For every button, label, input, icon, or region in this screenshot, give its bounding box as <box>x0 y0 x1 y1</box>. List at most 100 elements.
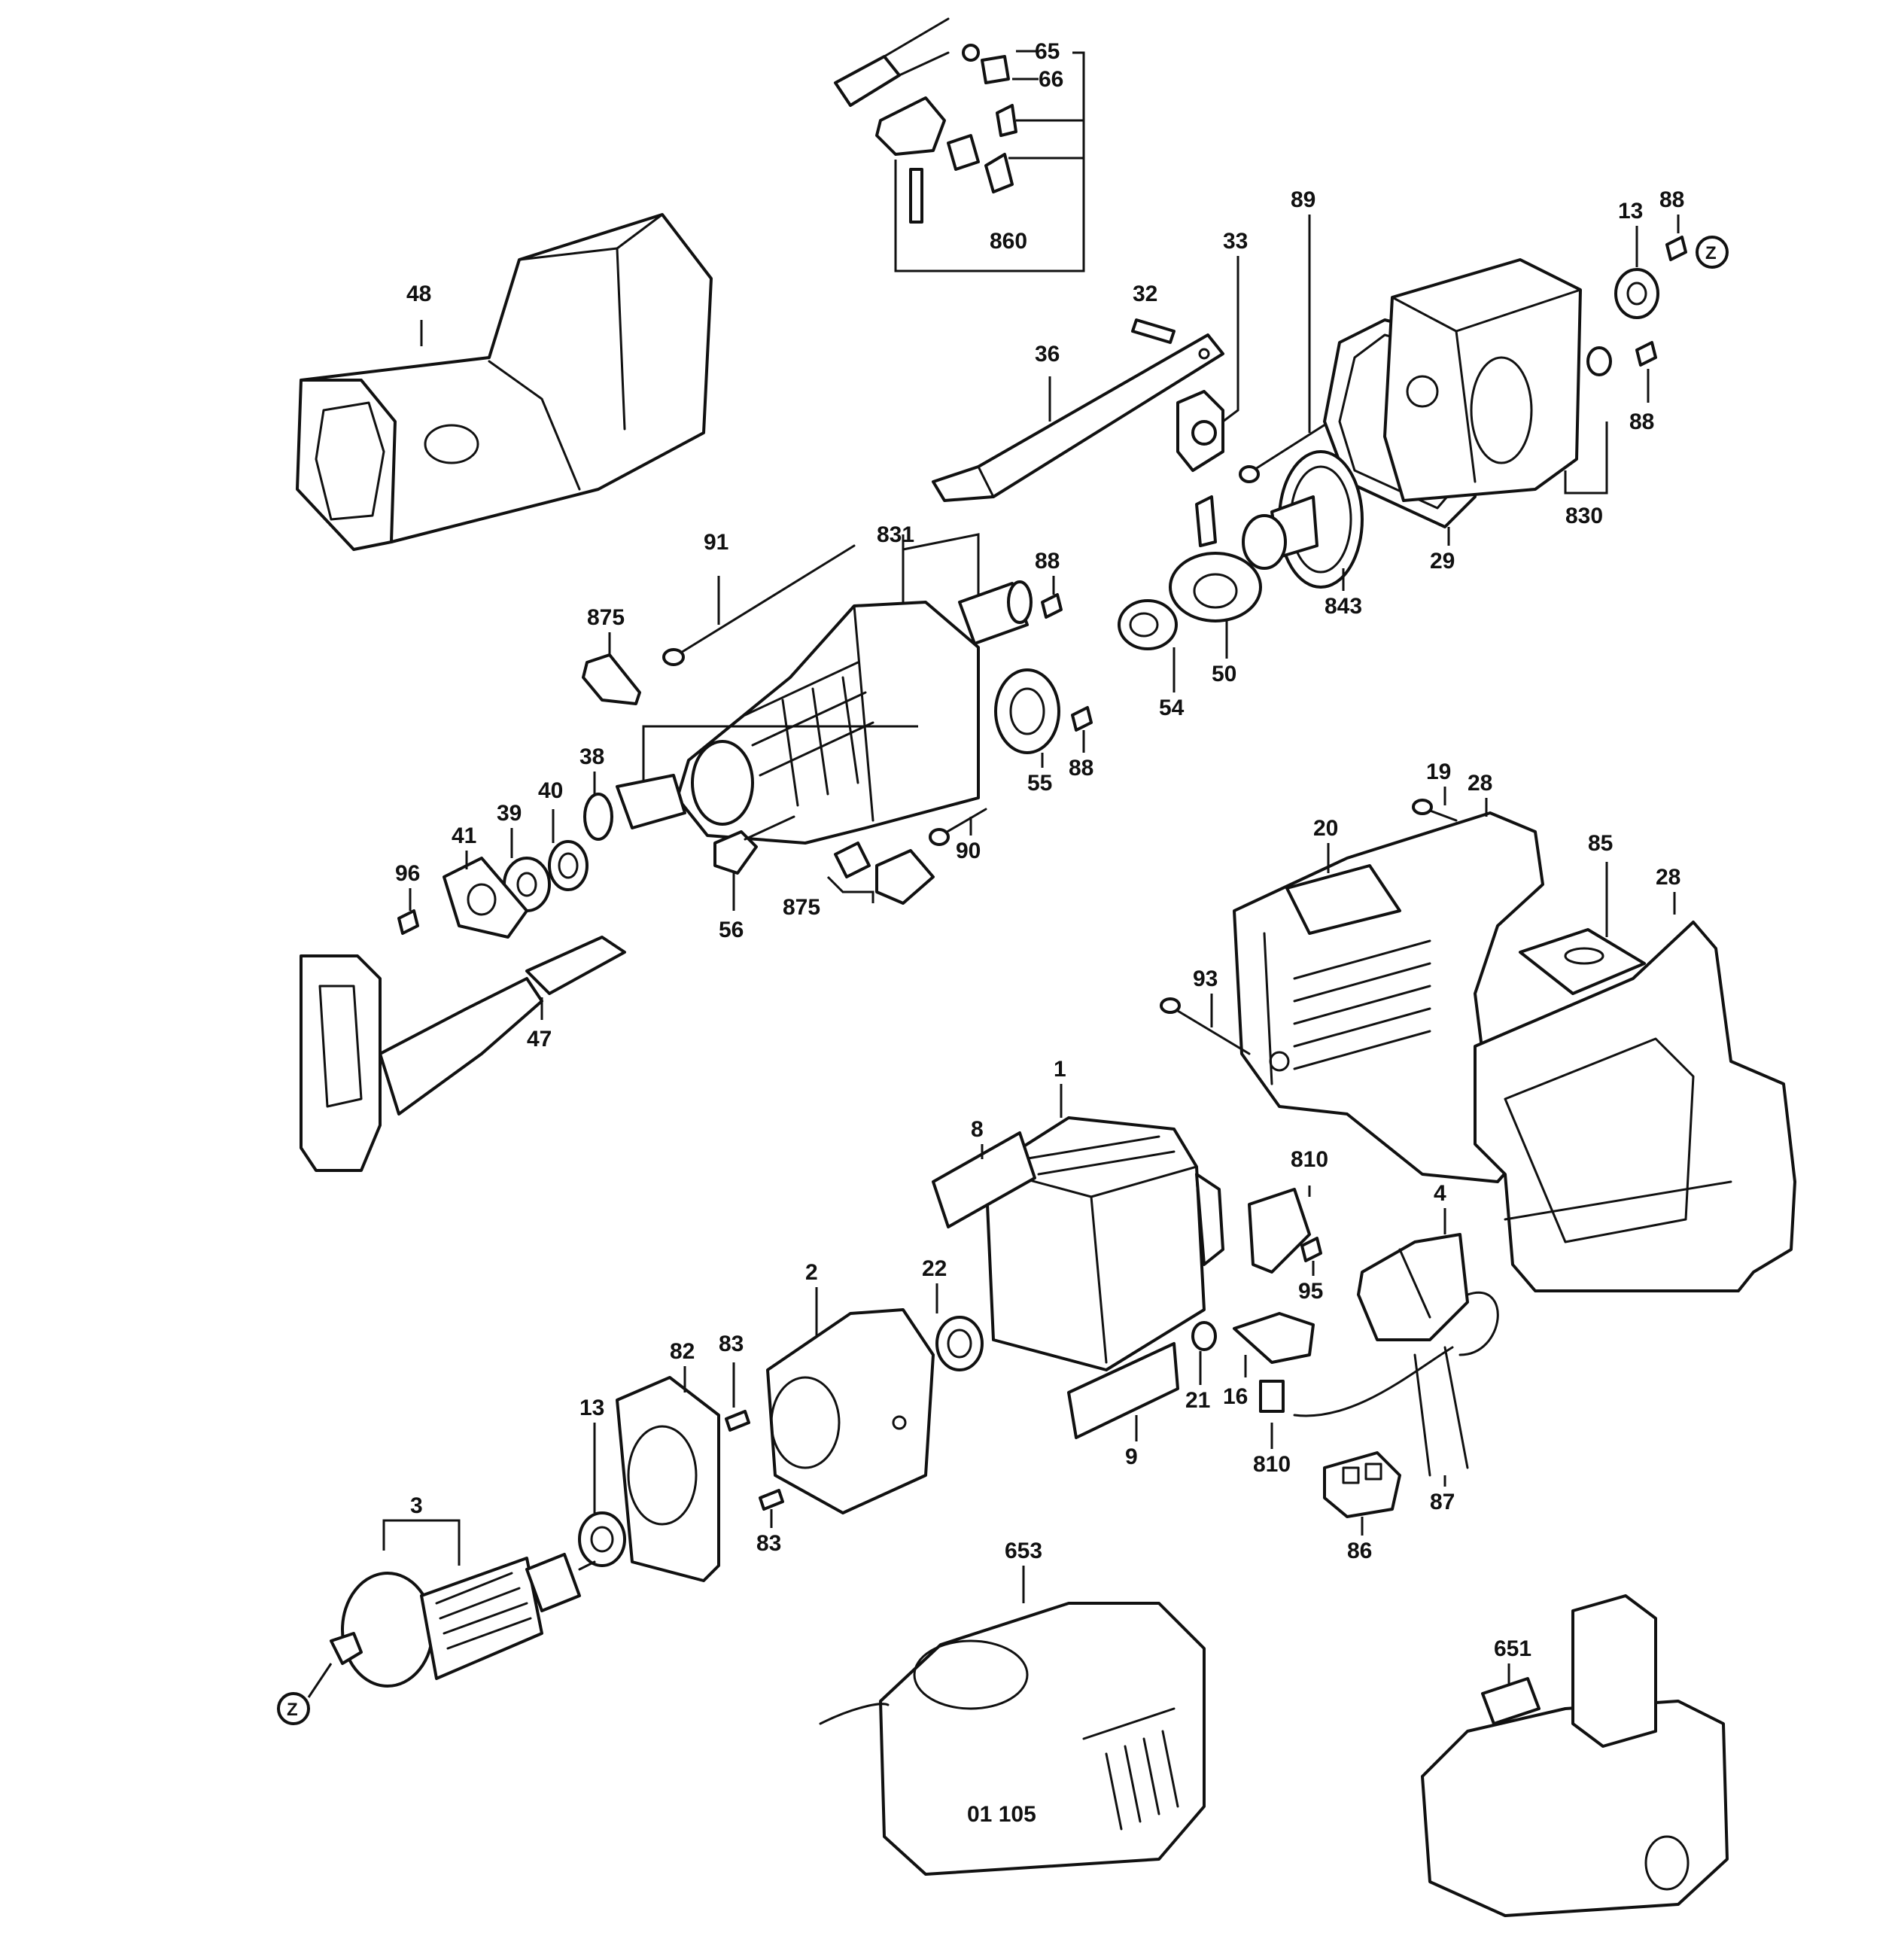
charger-print: 01 105 <box>967 1802 1036 1827</box>
label-41: 41 <box>452 823 476 848</box>
marker-z-bottom <box>277 1692 310 1725</box>
part-83-pin-top <box>725 1410 750 1432</box>
part-88-screw-55 <box>1071 706 1093 732</box>
label-87: 87 <box>1430 1490 1455 1514</box>
clamp-leaders <box>894 50 1085 272</box>
part-55-bearing <box>994 668 1060 754</box>
part-3-armature <box>330 1553 596 1688</box>
part-651-battery <box>1421 1594 1729 1917</box>
part-875-lever <box>582 653 641 705</box>
label-830: 830 <box>1565 504 1603 528</box>
label-89: 89 <box>1291 187 1315 212</box>
part-48-boot <box>296 213 713 551</box>
part-653-charger: 01 105 <box>819 1602 1206 1876</box>
label-3: 3 <box>410 1493 423 1518</box>
part-8-label <box>932 1131 1036 1228</box>
part-9-label <box>1067 1342 1179 1439</box>
label-19: 19 <box>1426 759 1451 784</box>
part-16-bracket <box>1233 1312 1315 1364</box>
label-860: 860 <box>990 229 1027 254</box>
part-85-plate <box>1519 928 1646 995</box>
label-8: 8 <box>971 1117 984 1142</box>
label-875-top: 875 <box>587 605 625 630</box>
part-91-long-screw <box>662 544 856 666</box>
part-843-gear <box>1242 450 1364 589</box>
label-1: 1 <box>1054 1057 1066 1082</box>
label-28-right: 28 <box>1656 865 1680 890</box>
part-810-brush-holder-top <box>1248 1188 1311 1274</box>
part-86-terminal <box>1323 1451 1401 1518</box>
label-20: 20 <box>1313 816 1338 841</box>
part-88-screw-top <box>1665 236 1687 261</box>
part-4-switch <box>1357 1233 1469 1341</box>
part-50-wobble <box>1169 495 1262 622</box>
part-875-spring-knob <box>834 842 935 905</box>
label-32: 32 <box>1133 282 1157 306</box>
label-66: 66 <box>1039 67 1063 92</box>
part-33-yoke <box>1176 390 1224 472</box>
label-39: 39 <box>497 801 522 826</box>
part-2-magnet-housing <box>766 1308 935 1514</box>
part-13-bearing-top <box>1614 268 1659 319</box>
blade-clamp-assembly <box>834 17 1017 224</box>
part-22-ring <box>935 1316 984 1371</box>
part-32-pin <box>1131 318 1176 344</box>
label-56: 56 <box>719 918 744 942</box>
label-875-bottom: 875 <box>783 895 820 920</box>
part-82-end-plate <box>616 1376 720 1582</box>
part-83-pin-bottom <box>759 1489 784 1511</box>
label-16: 16 <box>1223 1384 1248 1409</box>
label-86: 86 <box>1347 1539 1372 1563</box>
label-21: 21 <box>1185 1388 1210 1413</box>
part-90-screw <box>929 808 987 846</box>
label-83-bottom: 83 <box>756 1531 781 1556</box>
label-50: 50 <box>1212 662 1236 686</box>
label-90: 90 <box>956 839 981 863</box>
label-48: 48 <box>406 282 431 306</box>
marker-z-top-text: Z <box>1705 243 1717 263</box>
label-88-right: 88 <box>1629 409 1654 434</box>
part-830-gear-housing <box>1383 258 1582 502</box>
part-95-screw <box>1300 1237 1322 1262</box>
part-88-screw-right <box>1635 341 1657 367</box>
part-bushing-housing <box>1586 346 1612 376</box>
part-21-spring <box>1191 1321 1217 1351</box>
label-2: 2 <box>805 1260 818 1285</box>
part-88-screw-831 <box>1041 593 1063 619</box>
label-651: 651 <box>1494 1636 1531 1661</box>
label-54: 54 <box>1159 695 1185 720</box>
label-9: 9 <box>1125 1444 1138 1469</box>
part-54-bearing <box>1118 599 1178 650</box>
part-19-screw <box>1412 799 1458 822</box>
label-83-top: 83 <box>719 1332 744 1356</box>
label-38: 38 <box>579 744 604 769</box>
label-88-top: 88 <box>1659 187 1684 212</box>
part-36-shaft <box>932 333 1224 502</box>
label-653: 653 <box>1005 1539 1042 1563</box>
part-47-blade-holder <box>300 936 626 1172</box>
label-831: 831 <box>877 522 914 547</box>
label-810-top: 810 <box>1291 1147 1328 1172</box>
label-13-bottom: 13 <box>579 1396 604 1420</box>
label-13-top: 13 <box>1618 199 1643 224</box>
part-28-housing-right <box>1474 921 1796 1292</box>
label-55: 55 <box>1027 771 1052 796</box>
part-20-label <box>1285 864 1401 935</box>
label-4: 4 <box>1434 1181 1446 1206</box>
part-831-gear-case <box>676 601 980 845</box>
part-41-plate <box>443 857 528 939</box>
part-831-bushing <box>958 580 1033 645</box>
part-87-wires <box>1293 1292 1499 1477</box>
label-22: 22 <box>922 1256 947 1281</box>
part-93-screw <box>1160 997 1251 1055</box>
marker-z-bottom-text: Z <box>287 1700 298 1720</box>
part-13-bearing-bottom <box>578 1511 626 1567</box>
label-36: 36 <box>1035 342 1060 367</box>
label-88-831: 88 <box>1035 549 1060 574</box>
label-28-left: 28 <box>1468 771 1492 796</box>
marker-z-top <box>1696 236 1729 269</box>
label-95: 95 <box>1298 1279 1323 1304</box>
label-810-bottom: 810 <box>1253 1452 1291 1477</box>
